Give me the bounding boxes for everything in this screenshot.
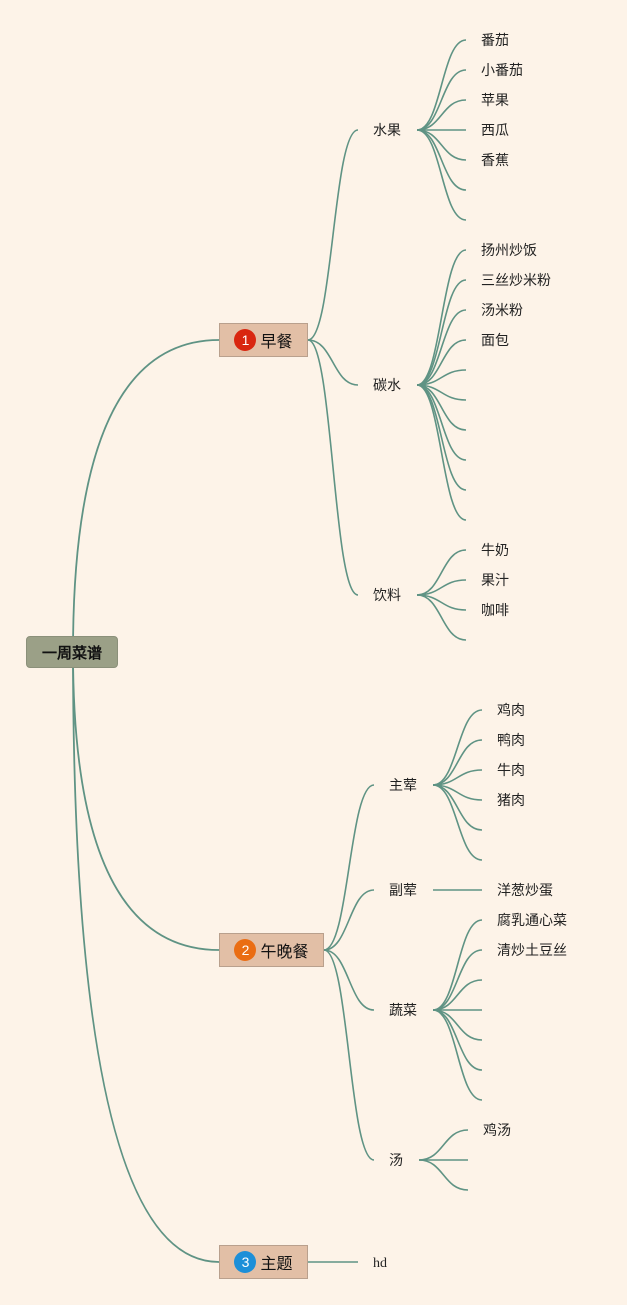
topic-theme[interactable]: 3 主题	[219, 1245, 308, 1279]
leaf-item[interactable]: 扬州炒饭	[481, 243, 537, 259]
connector-line	[416, 129, 467, 221]
connector-line	[323, 949, 375, 1011]
leaf-item[interactable]: 牛奶	[481, 543, 509, 559]
leaf-item[interactable]: 清炒土豆丝	[497, 943, 567, 959]
leaf-item[interactable]: 果汁	[481, 573, 509, 589]
connector-line	[432, 919, 483, 1011]
connector-line	[416, 129, 467, 191]
topic-label: 午晚餐	[260, 942, 309, 961]
connector-line	[323, 949, 375, 1161]
connector-line	[416, 384, 467, 491]
connector-line	[416, 69, 467, 131]
leaf-item[interactable]: 苹果	[481, 93, 509, 109]
leaf-item[interactable]: 腐乳通心菜	[497, 913, 567, 929]
group-carbs[interactable]: 碳水	[373, 378, 401, 394]
connector-line	[432, 1009, 483, 1101]
leaf-item[interactable]: 香蕉	[481, 153, 509, 169]
root-topic[interactable]: 一周菜谱	[26, 636, 118, 668]
badge-1-icon: 1	[234, 329, 257, 351]
connector-line	[432, 709, 483, 786]
connector-line	[416, 384, 467, 521]
connector-line	[72, 651, 220, 951]
connector-line	[416, 339, 467, 386]
leaf-item[interactable]: 面包	[481, 333, 509, 349]
topic-lunch-dinner[interactable]: 2 午晚餐	[219, 933, 324, 967]
connector-line	[416, 309, 467, 386]
connector-line	[416, 279, 467, 386]
topic-breakfast[interactable]: 1 早餐	[219, 323, 308, 357]
connector-line	[432, 1009, 483, 1071]
connector-line	[418, 1159, 469, 1191]
group-drinks[interactable]: 饮料	[373, 588, 401, 604]
topic-label: 主题	[260, 1254, 293, 1273]
connector-line	[72, 339, 220, 653]
leaf-item[interactable]: 咖啡	[481, 603, 509, 619]
leaf-item[interactable]: hd	[373, 1256, 387, 1271]
connector-line	[418, 1129, 469, 1161]
connector-line	[416, 129, 467, 161]
connector-line	[416, 549, 467, 596]
leaf-item[interactable]: 小番茄	[481, 63, 523, 79]
connector-line	[307, 129, 359, 341]
leaf-item[interactable]: 牛肉	[497, 763, 525, 779]
leaf-item[interactable]: 鸡汤	[483, 1123, 511, 1139]
connector-line	[432, 979, 483, 1011]
leaf-item[interactable]: 西瓜	[481, 123, 509, 139]
group-fruit[interactable]: 水果	[373, 123, 401, 139]
leaf-item[interactable]: 鸡肉	[497, 703, 525, 719]
connector-line	[323, 889, 375, 951]
connector-line	[416, 39, 467, 131]
badge-3-icon: 3	[234, 1251, 257, 1273]
connector-line	[307, 339, 359, 386]
leaf-item[interactable]: 猪肉	[497, 793, 525, 809]
connector-line	[72, 651, 220, 1263]
topic-label: 早餐	[260, 332, 293, 351]
badge-2-icon: 2	[234, 939, 257, 961]
leaf-item[interactable]: 洋葱炒蛋	[497, 883, 553, 899]
connector-line	[432, 949, 483, 1011]
leaf-item[interactable]: 汤米粉	[481, 303, 523, 319]
connector-line	[323, 784, 375, 951]
connector-line	[307, 339, 359, 596]
connector-line	[416, 249, 467, 386]
group-main-meat[interactable]: 主荤	[389, 778, 417, 794]
leaf-item[interactable]: 三丝炒米粉	[481, 273, 551, 289]
connector-line	[416, 594, 467, 641]
connector-line	[432, 784, 483, 861]
group-vegetables[interactable]: 蔬菜	[389, 1003, 417, 1019]
connector-line	[432, 739, 483, 786]
leaf-item[interactable]: 番茄	[481, 33, 509, 49]
connector-line	[432, 1009, 483, 1041]
group-soup[interactable]: 汤	[389, 1153, 403, 1169]
group-side-meat[interactable]: 副荤	[389, 883, 417, 899]
connector-line	[416, 99, 467, 131]
leaf-item[interactable]: 鸭肉	[497, 733, 525, 749]
